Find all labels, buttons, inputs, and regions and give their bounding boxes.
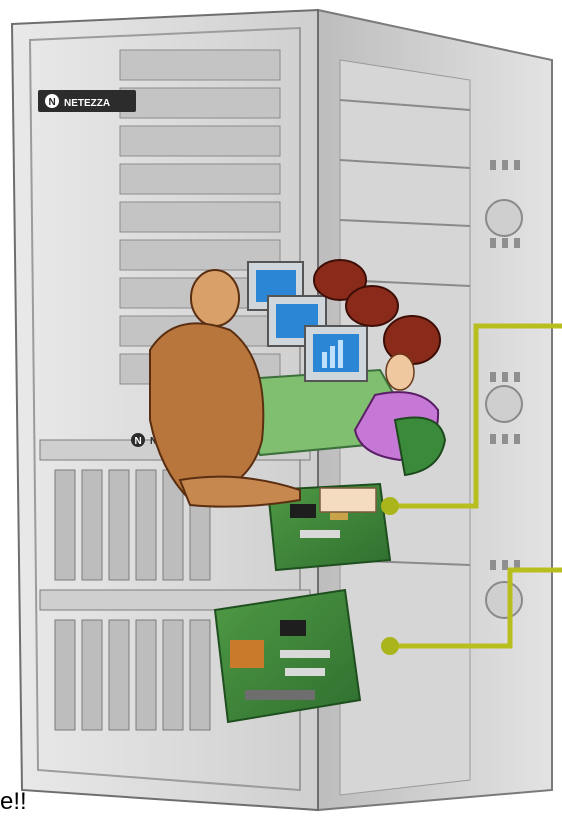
monitor-3 bbox=[305, 326, 367, 381]
logo-small-badge-letter: N bbox=[135, 436, 142, 447]
brand-logo-text: NETEZZA bbox=[64, 98, 110, 109]
caption-text: e!! bbox=[0, 788, 27, 816]
logo-badge-letter: N bbox=[49, 97, 56, 108]
netezza-logo: N NETEZZA bbox=[38, 90, 136, 112]
person-woman-2 bbox=[346, 286, 398, 326]
circuit-board-lower bbox=[215, 590, 360, 722]
